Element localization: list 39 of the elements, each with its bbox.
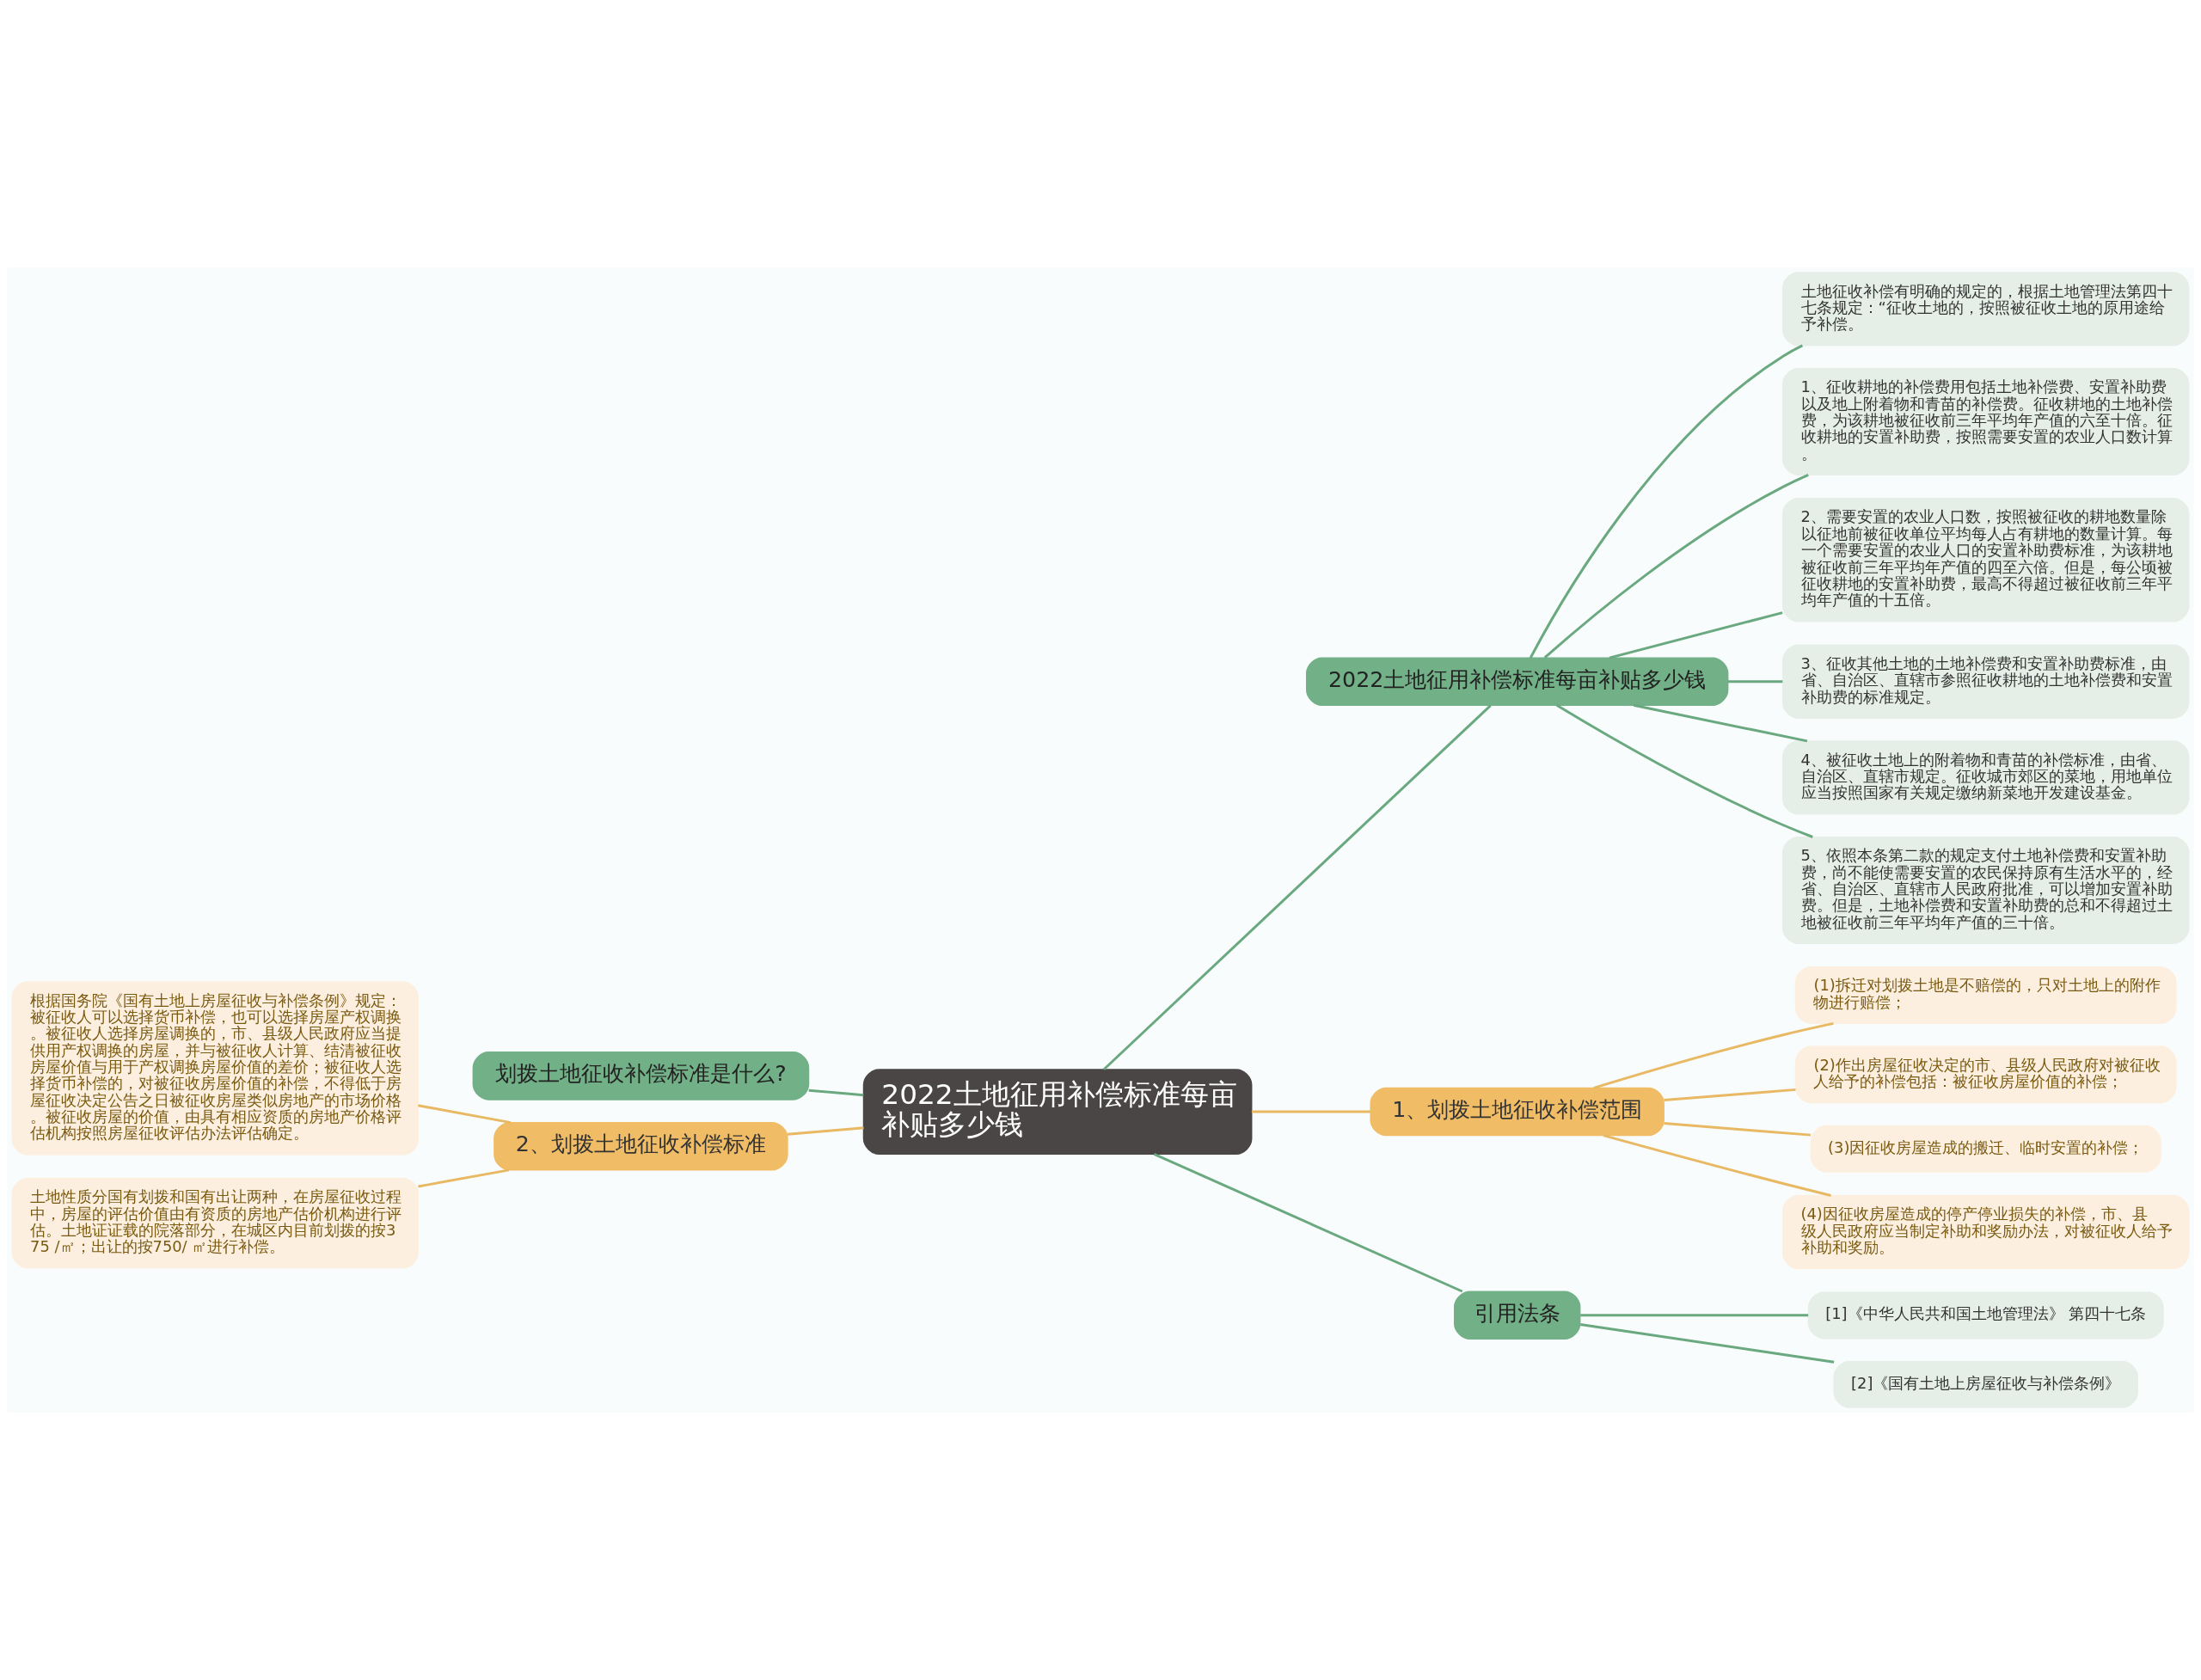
connector [1555, 704, 1813, 838]
node-box: 土地性质分国有划拨和国有出让两种，在房屋征收过程中，房屋的评估价值由有资质的房地产估价机构进行评估。土地证证载的院落部分，在城区内目前划拨的按375 /㎡；出让的按750/ ㎡进行补偿。 [11, 1177, 420, 1269]
node-box: [2]《国有土地上房屋征收与补偿条例》 [1833, 1360, 2138, 1408]
connector [1579, 1323, 1835, 1364]
connector [1633, 703, 1808, 743]
node-box: 1、征收耕地的补偿费用包括土地补偿费、安置补助费以及地上附着物和青苗的补偿费。征收耕地的土地补偿费，为该耕地被征收前三年平均年产值的六至十倍。征收耕地的安置补助费，按照需要安置的农业人口数计算。 [1781, 367, 2190, 475]
node-box: (1)拆迁对划拨土地是不赔偿的，只对土地上的附作物进行赔偿； [1794, 966, 2177, 1025]
connector [1593, 1021, 1834, 1089]
node-box: 4、被征收土地上的附着物和青苗的补偿标准，由省、自治区、直辖市规定。征收城市郊区的菜地，用地单位应当按照国家有关规定缴纳新菜地开发建设基金。 [1781, 740, 2190, 815]
node-box: 土地征收补偿有明确的规定的，根据土地管理法第四十七条规定：“征收土地的，按照被征收土地的原用途给予补偿。 [1781, 272, 2190, 346]
connector [1543, 474, 1809, 659]
connector [1664, 1122, 1812, 1137]
node-box: 根据国务院《国有土地上房屋征收与补偿条例》规定：被征收人可以选择货币补偿，也可以选择房屋产权调换。被征收人选择房屋调换的，市、县级人民政府应当提供用产权调换的房屋，并与被征收人计算、结清被征收房屋价值与用于产权调换房屋价值的差价；被征收人选择货币补偿的，对被征收房屋价值的补偿，不得低于房屋征收决定公告之日被征收房屋类似房地产的市场价格。被征收房屋的价值，由具有相应资质的房地产价格评估机构按照房屋征收评估办法评估确定。 [11, 981, 420, 1156]
node-box: 1、划拨土地征收补偿范围 [1370, 1087, 1665, 1137]
node-box: 划拨土地征收补偿标准是什么? [472, 1052, 810, 1101]
node-box: [1]《中华人民共和国土地管理法》 第四十七条 [1807, 1291, 2164, 1340]
connector [418, 1168, 510, 1188]
connector [418, 1104, 512, 1125]
connector [1153, 1153, 1463, 1293]
connector [1609, 611, 1783, 659]
connector [1664, 1088, 1796, 1102]
connector [1251, 1110, 1370, 1113]
node-box: (2)作出房屋征收决定的市、县级人民政府对被征收人给予的补偿包括：被征收房屋价值的补偿； [1794, 1045, 2177, 1104]
connector [1727, 680, 1783, 684]
node-box: 5、依照本条第二款的规定支付土地补偿费和安置补助费，尚不能使需要安置的农民保持原有生活水平的，经省、自治区、直辖市人民政府批准，可以增加安置补助费。但是，土地补偿费和安置补助费的总和不得超过土地被征收前三年平均年产值的三十倍。 [1781, 836, 2190, 944]
node-box: 2022土地征用补偿标准每亩补贴多少钱 [862, 1069, 1253, 1155]
connector [808, 1088, 864, 1097]
connector [1529, 344, 1804, 659]
connector [1603, 1134, 1831, 1197]
node-box: 3、征收其他土地的土地补偿费和安置补助费标准，由省、自治区、直辖市参照征收耕地的土地补偿费和安置补助费的标准规定。 [1781, 644, 2190, 719]
node-box: 引用法条 [1454, 1291, 1581, 1340]
node-box: (4)因征收房屋造成的停产停业损失的补偿，市、县级人民政府应当制定补助和奖励办法，对被征收人给予补助和奖励。 [1781, 1194, 2190, 1270]
node-box: (3)因征收房屋造成的搬迁、临时安置的补偿； [1810, 1125, 2161, 1173]
connector [787, 1126, 864, 1136]
node-box: 2022土地征用补偿标准每亩补贴多少钱 [1306, 657, 1729, 706]
node-box: 2、划拨土地征收补偿标准 [494, 1121, 788, 1171]
connector [1103, 704, 1492, 1070]
connector [1580, 1314, 1809, 1317]
node-box: 2、需要安置的农业人口数，按照被征收的耕地数量除以征地前被征收单位平均每人占有耕地的数量计算。每一个需要安置的农业人口的安置补助费标准，为该耕地被征收前三年平均年产值的四至六倍。但是，每公顷被征收耕地的安置补助费，最高不得超过被征收前三年平均年产值的十五倍。 [1781, 498, 2190, 622]
